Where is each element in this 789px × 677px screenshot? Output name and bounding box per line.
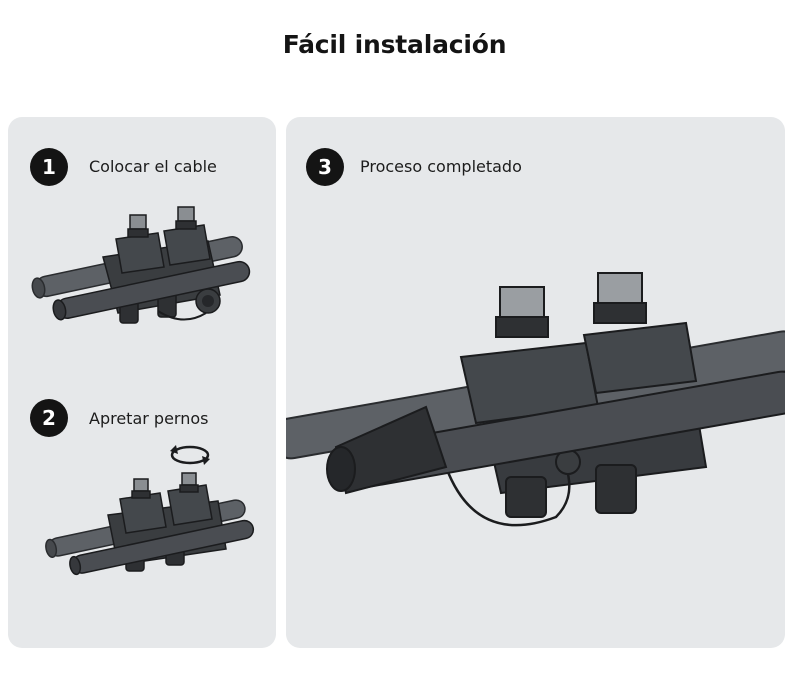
page-title: Fácil instalación <box>282 30 507 59</box>
steps-panel-right: 3 Proceso completado <box>286 117 785 648</box>
step-1-connector-illustration <box>31 206 251 324</box>
step-3-connector-illustration <box>286 272 785 527</box>
step-2-label: Apretar pernos <box>89 409 209 428</box>
step-3-badge: 3 <box>306 148 344 186</box>
step-3-label: Proceso completado <box>360 157 522 176</box>
step-2-badge: 2 <box>30 399 68 437</box>
rotate-arrow-icon <box>170 445 210 465</box>
step-1-badge: 1 <box>30 148 68 186</box>
steps-panel-left: 1 Colocar el cable 2 Apretar pernos <box>8 117 276 648</box>
step-1-label: Colocar el cable <box>89 157 217 176</box>
step-2-connector-illustration <box>45 445 255 576</box>
